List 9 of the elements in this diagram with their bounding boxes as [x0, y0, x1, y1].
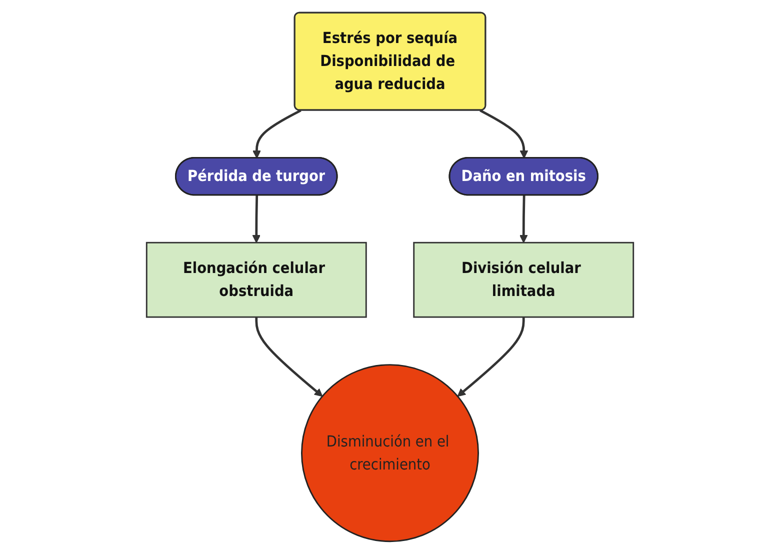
arrow: [519, 195, 528, 244]
node-circle: Disminución en el crecimiento: [301, 364, 479, 542]
arrow: [457, 317, 525, 397]
node-box: División celular limitada: [413, 242, 634, 318]
arrow: [252, 109, 302, 159]
node-box: Elongación celular obstruida: [146, 242, 367, 318]
arrow: [480, 109, 528, 159]
arrow: [255, 317, 323, 397]
arrow: [252, 195, 261, 244]
